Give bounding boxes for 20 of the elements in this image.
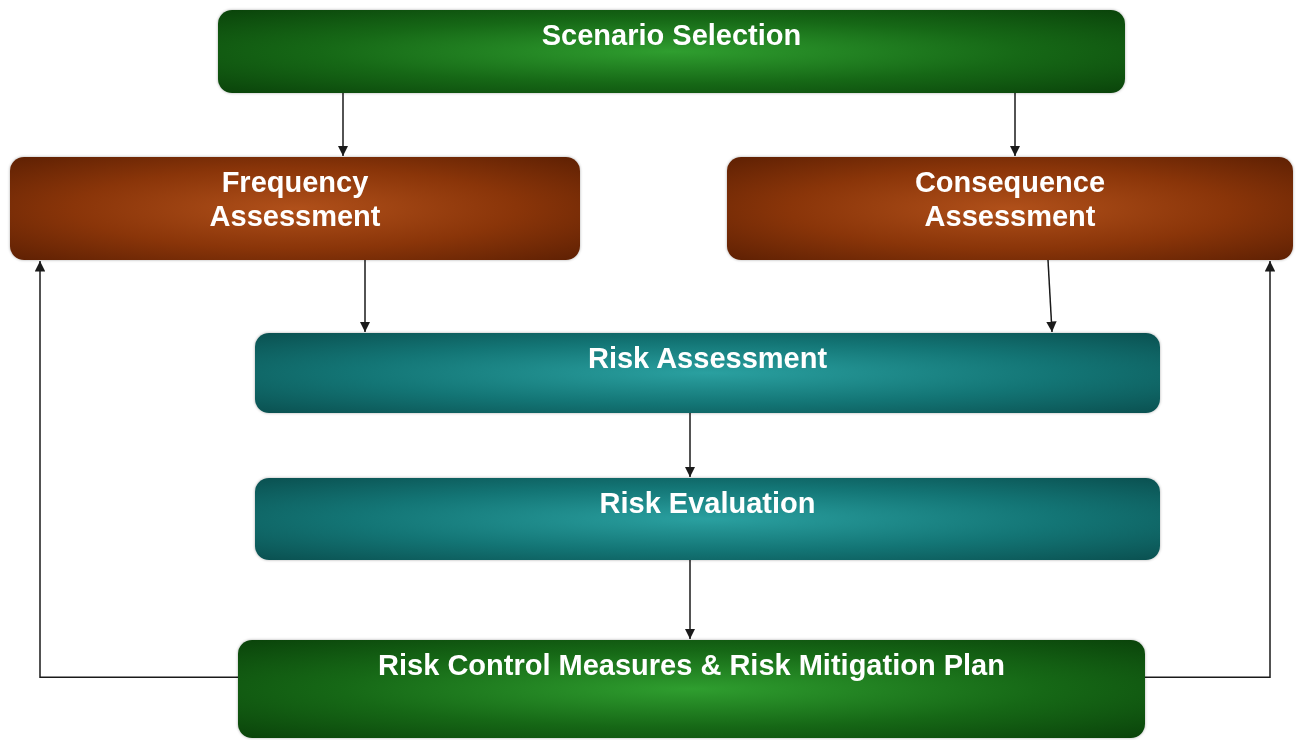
arrow	[34, 260, 239, 678]
process-box	[10, 157, 580, 260]
box-label: Scenario Selection	[540, 18, 803, 52]
box-label: Frequency Assessment	[208, 165, 382, 233]
arrow	[337, 92, 349, 157]
process-box	[727, 157, 1293, 260]
arrow	[359, 259, 371, 333]
box-label: Consequence Assessment	[913, 165, 1107, 233]
process-box	[238, 640, 1145, 738]
process-box	[218, 10, 1125, 93]
process-box	[255, 333, 1160, 413]
process-box	[255, 478, 1160, 560]
arrow	[1009, 92, 1021, 157]
arrow	[1144, 260, 1276, 678]
arrow	[1046, 259, 1057, 333]
arrow	[684, 559, 696, 640]
arrow	[684, 412, 696, 478]
box-label: Risk Evaluation	[598, 486, 817, 520]
box-label: Risk Assessment	[586, 341, 829, 375]
box-label: Risk Control Measures & Risk Mitigation Plan	[377, 648, 1006, 682]
